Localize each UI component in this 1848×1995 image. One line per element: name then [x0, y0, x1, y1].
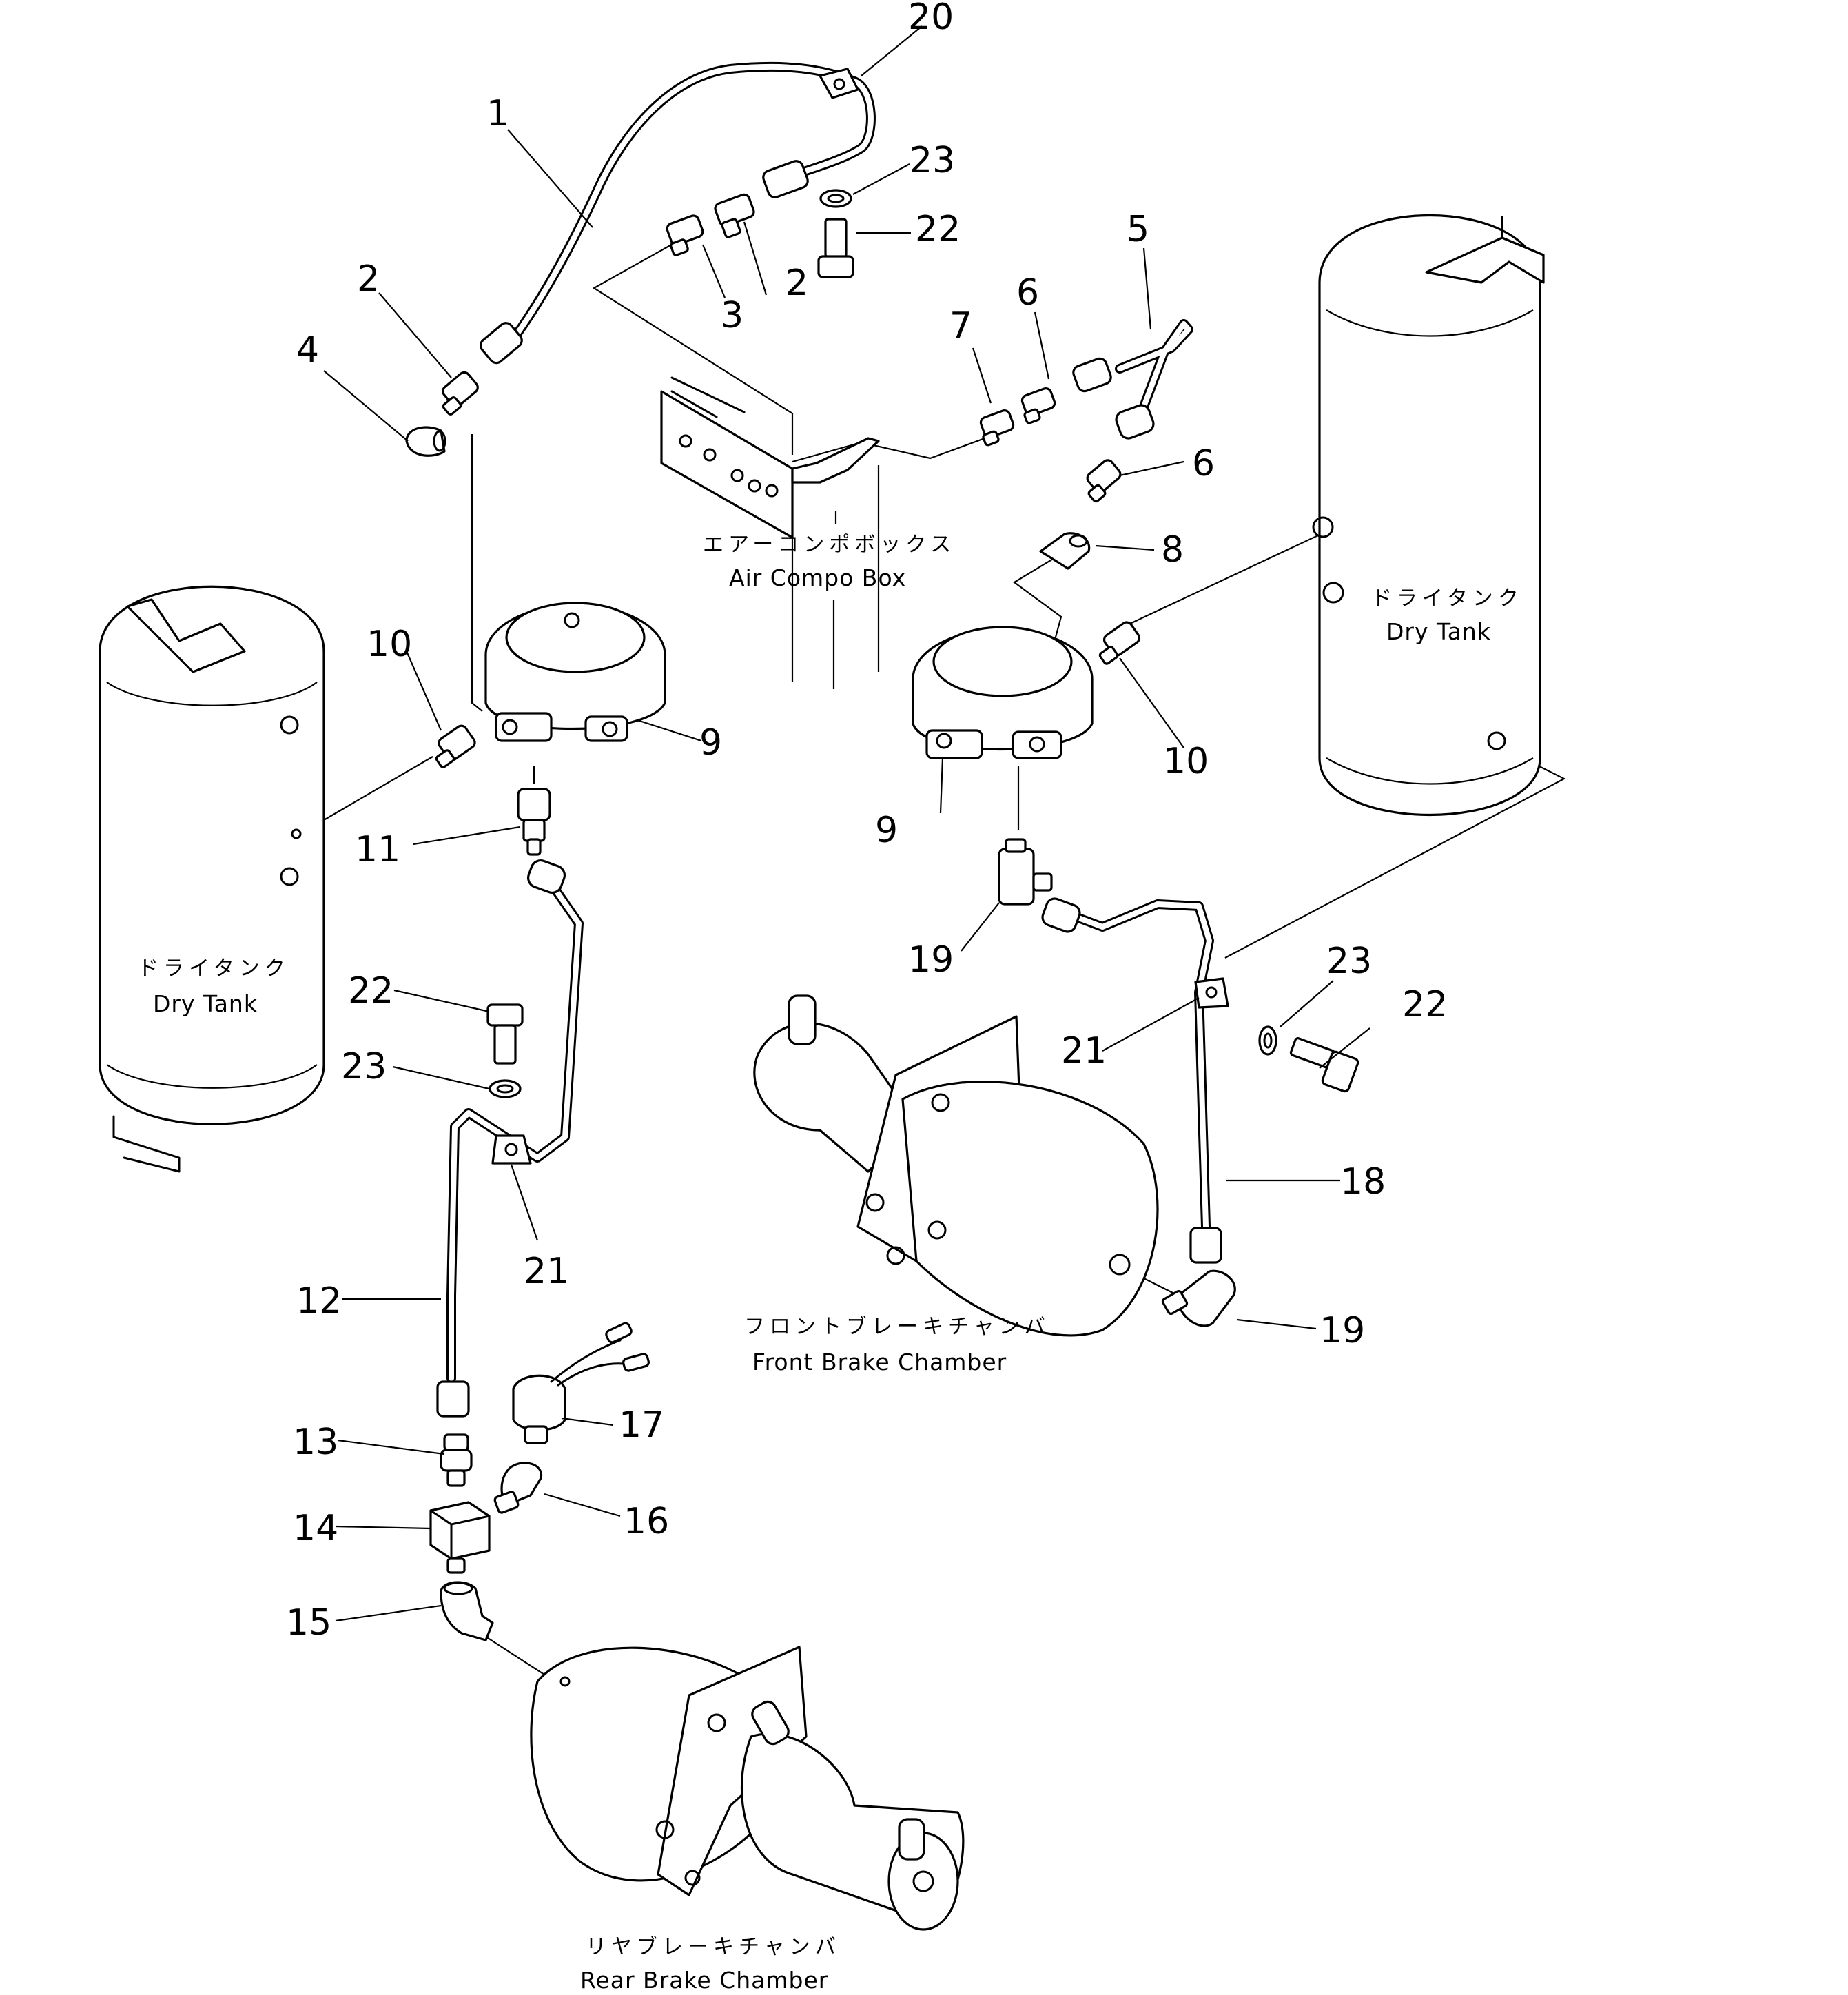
- elbow-4[interactable]: [405, 426, 446, 457]
- callout-7: 7: [949, 305, 972, 347]
- elbow-8[interactable]: [1039, 532, 1091, 570]
- callout-15: 15: [286, 1602, 331, 1644]
- washer-23-left[interactable]: [489, 1079, 522, 1098]
- tee-19-upper[interactable]: [998, 838, 1053, 906]
- fitting-10-right[interactable]: [1098, 620, 1142, 665]
- callout-10-left: 10: [367, 624, 412, 665]
- callout-11: 11: [355, 829, 400, 870]
- dry-tank-right: [1312, 214, 1545, 817]
- clamp-20[interactable]: [819, 68, 859, 99]
- bolt-22-top[interactable]: [817, 218, 854, 278]
- callout-4: 4: [296, 329, 319, 371]
- air-compo-box-bracket: [660, 376, 880, 539]
- fitting-11[interactable]: [517, 788, 551, 856]
- callout-9-left: 9: [699, 722, 722, 764]
- callout-23-left: 23: [341, 1046, 387, 1087]
- front-brake-chamber: [753, 994, 1159, 1337]
- callout-21-left: 21: [524, 1251, 569, 1292]
- dry-tank-left: [99, 585, 325, 1173]
- fitting-2-upper[interactable]: [714, 193, 755, 238]
- component-labels: エアーコンポボックス Air Compo Box ドライタンク Dry Tank…: [138, 533, 1523, 1994]
- callout-19-lower: 19: [1320, 1310, 1365, 1351]
- callout-9-right: 9: [875, 810, 898, 851]
- dry-tank-left-label-en: Dry Tank: [153, 990, 258, 1017]
- callout-13: 13: [293, 1422, 338, 1463]
- block-14[interactable]: [429, 1501, 491, 1574]
- bolt-22-left[interactable]: [486, 1003, 524, 1065]
- callout-numbers: 20 1 23 22 5 2 2 6 3 7 4 6 8 10 9 10 11 …: [286, 0, 1448, 1644]
- relay-valve-9-left[interactable]: [484, 602, 666, 742]
- callout-2-left: 2: [357, 258, 380, 300]
- elbow-19-lower[interactable]: [1161, 1269, 1236, 1327]
- washer-23-top[interactable]: [819, 189, 852, 208]
- callout-5: 5: [1127, 209, 1149, 250]
- callout-19-upper: 19: [908, 939, 954, 981]
- hose-1[interactable]: [478, 61, 876, 366]
- clamp-21-left[interactable]: [491, 1134, 532, 1165]
- guide-lines: [323, 242, 1566, 1675]
- callout-14: 14: [293, 1508, 338, 1549]
- callout-18: 18: [1340, 1161, 1386, 1203]
- fitting-6-upper[interactable]: [1020, 387, 1056, 424]
- front-brake-chamber-label-jp: フロントブレーキチャンバ: [744, 1315, 1050, 1339]
- fitting-6-lower[interactable]: [1085, 458, 1122, 503]
- callout-20: 20: [908, 0, 954, 38]
- relay-valve-9-right[interactable]: [912, 626, 1094, 759]
- rear-brake-chamber-label-jp: リヤブレーキチャンバ: [586, 1935, 841, 1959]
- callout-22-top: 22: [915, 209, 961, 250]
- dry-tank-right-label-jp: ドライタンク: [1371, 586, 1523, 611]
- callout-23-right: 23: [1326, 941, 1372, 982]
- rear-brake-chamber: [530, 1646, 965, 1931]
- fitting-10-left[interactable]: [435, 724, 477, 768]
- leader-lines: [323, 25, 1370, 1622]
- dry-tank-left-label-jp: ドライタンク: [138, 956, 290, 981]
- callout-1: 1: [486, 93, 509, 134]
- front-brake-chamber-label-en: Front Brake Chamber: [752, 1349, 1007, 1375]
- washer-23-right[interactable]: [1258, 1025, 1277, 1056]
- callout-22-left: 22: [348, 970, 393, 1012]
- bolt-22-right[interactable]: [1289, 1037, 1359, 1093]
- air-compo-box-label-jp: エアーコンポボックス: [703, 533, 956, 557]
- air-compo-box-label-en: Air Compo Box: [729, 564, 906, 591]
- callout-16: 16: [624, 1501, 669, 1542]
- callout-12: 12: [296, 1280, 342, 1322]
- fitting-3[interactable]: [666, 214, 704, 256]
- fitting-13[interactable]: [440, 1433, 473, 1487]
- callout-21-right: 21: [1061, 1030, 1107, 1072]
- callout-6-upper: 6: [1016, 272, 1039, 314]
- callout-10-right: 10: [1163, 741, 1209, 782]
- callout-17: 17: [619, 1404, 664, 1446]
- elbow-15[interactable]: [440, 1581, 494, 1641]
- callout-6-lower: 6: [1192, 443, 1215, 484]
- clamp-21-right[interactable]: [1194, 977, 1229, 1009]
- callout-3: 3: [721, 295, 743, 336]
- dry-tank-right-label-en: Dry Tank: [1386, 618, 1491, 645]
- pipe-5[interactable]: [1071, 319, 1193, 440]
- callout-22-right: 22: [1402, 984, 1448, 1025]
- callout-23-top: 23: [910, 140, 955, 181]
- elbow-16[interactable]: [493, 1462, 543, 1514]
- fitting-2-left[interactable]: [440, 370, 480, 416]
- fitting-7[interactable]: [979, 409, 1015, 447]
- callout-2-top: 2: [786, 263, 808, 304]
- callout-8: 8: [1161, 529, 1184, 571]
- rear-brake-chamber-label-en: Rear Brake Chamber: [580, 1967, 828, 1994]
- pressure-switch-17[interactable]: [512, 1322, 650, 1444]
